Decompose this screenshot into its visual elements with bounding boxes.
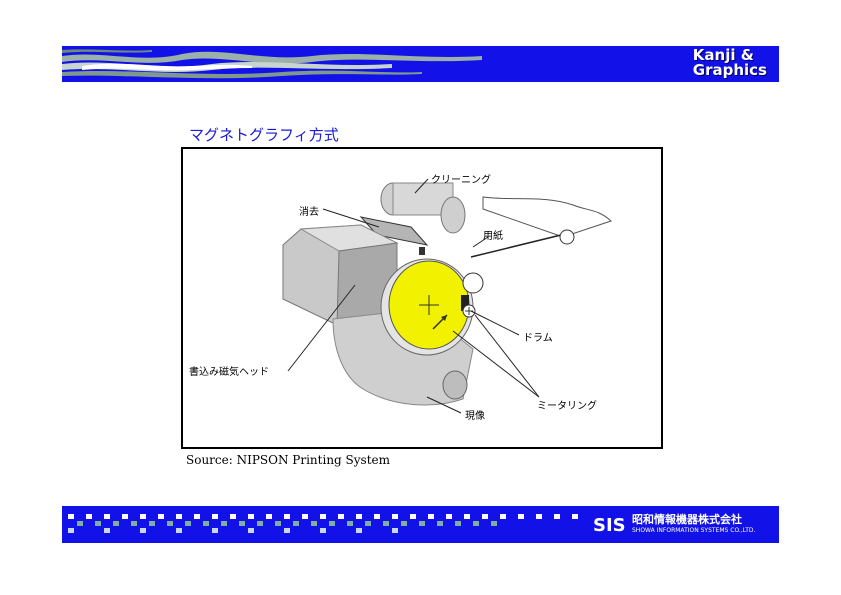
diagram-frame: クリーニング 消去 用紙 ドラム 書込み磁気ヘッド ミータリング 現像	[181, 147, 663, 449]
leader-drum	[470, 310, 520, 336]
leader-paper	[472, 236, 489, 248]
company-logo-icon: SIS	[593, 515, 626, 536]
leader-write-head	[287, 284, 356, 372]
label-drum: ドラム	[523, 333, 553, 344]
company-logo-text: SIS	[593, 515, 626, 536]
paper-sheet-shape	[482, 196, 612, 238]
leader-metering-1	[474, 314, 540, 398]
source-caption: Source: NIPSON Printing System	[186, 453, 390, 467]
paper-roller	[559, 229, 575, 245]
developer-roller	[442, 370, 468, 400]
checker-pattern	[68, 514, 578, 533]
label-erase: 消去	[299, 207, 319, 218]
label-paper: 用紙	[483, 231, 503, 242]
brand-line-1: Kanji &	[692, 46, 754, 64]
label-write-head: 書込み磁気ヘッド	[189, 367, 269, 378]
leader-erase	[322, 208, 380, 228]
footer-banner: SIS 昭和情報機器株式会社 SHOWA INFORMATION SYSTEMS…	[62, 506, 779, 543]
page-title: マグネトグラフィ方式	[189, 126, 339, 144]
label-metering: ミータリング	[537, 401, 597, 412]
leader-cleaning	[414, 178, 429, 194]
company-name-en: SHOWA INFORMATION SYSTEMS CO.,LTD.	[632, 527, 756, 534]
label-develop: 現像	[465, 411, 485, 422]
leader-metering-2	[452, 330, 540, 398]
erase-head-tip	[419, 247, 425, 255]
label-cleaning: クリーニング	[431, 175, 491, 186]
banner-wave-art	[62, 49, 482, 79]
brand-line-2: Graphics	[692, 61, 767, 79]
company-name-jp: 昭和情報機器株式会社	[632, 513, 742, 526]
cleaning-roller-front	[440, 196, 466, 234]
paper-path-line	[470, 234, 562, 258]
erase-head	[359, 216, 429, 246]
pressure-roller	[462, 272, 484, 294]
header-banner: Kanji & Graphics	[62, 46, 779, 82]
brand-logo: Kanji & Graphics	[693, 48, 767, 78]
magnetography-diagram	[282, 178, 612, 414]
leader-develop	[426, 396, 462, 414]
metering-blade	[461, 295, 469, 311]
